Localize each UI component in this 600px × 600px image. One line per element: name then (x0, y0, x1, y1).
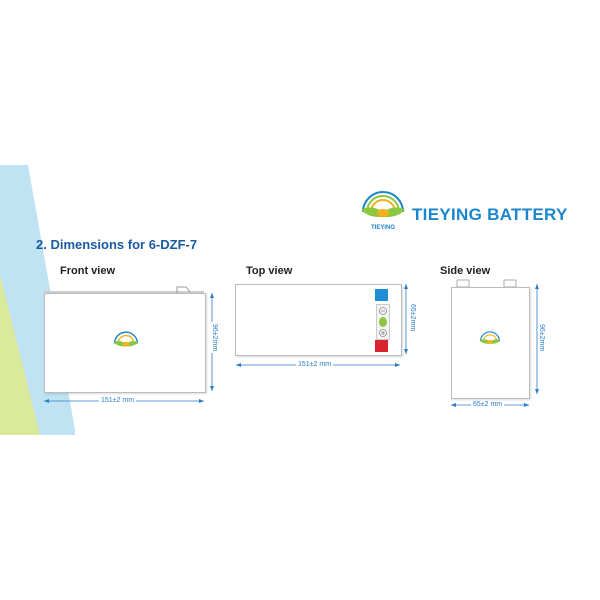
side-logo-icon (479, 331, 501, 344)
side-height-dimension-line (535, 284, 539, 394)
tieying-logo: TIEYING (361, 191, 405, 231)
top-width-dimension: 151±2 mm (296, 361, 334, 368)
front-width-dimension: 151±2 mm (99, 397, 137, 404)
top-label-plate (376, 304, 390, 340)
front-terminal-wire (176, 286, 191, 293)
front-view-label: Front view (60, 265, 116, 277)
positive-terminal (375, 340, 388, 352)
front-height-dimension: 96±2mm (211, 322, 218, 354)
top-depth-dimension-line (404, 284, 408, 354)
brand-name: TIEYING BATTERY (412, 205, 568, 224)
top-depth-dimension: 65±2mm (409, 302, 416, 334)
svg-text:TIEYING: TIEYING (371, 225, 395, 231)
side-width-dimension: 65±2 mm (471, 401, 505, 408)
top-view-label: Top view (246, 265, 293, 277)
side-height-dimension: 96±2mm (538, 322, 545, 354)
side-view-label: Side view (440, 265, 491, 277)
top-battery-body (235, 284, 402, 356)
front-logo-icon (113, 331, 139, 347)
negative-terminal (375, 289, 388, 301)
section-title: 2. Dimensions for 6-DZF-7 (36, 237, 198, 252)
front-battery-lid (44, 291, 204, 293)
green-stripe (0, 275, 40, 435)
